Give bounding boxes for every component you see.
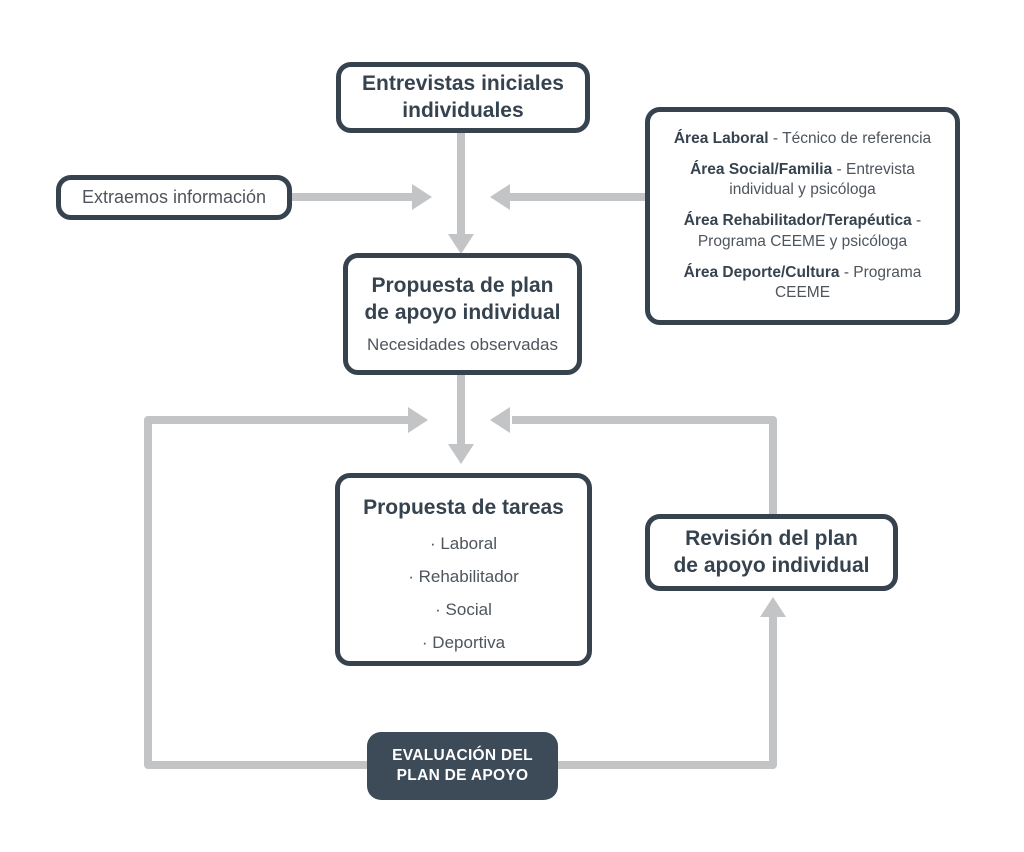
area-detail: - Programa CEEME y psicóloga (697, 212, 922, 250)
node-revision-plan-apoyo: Revisión del plan de apoyo individual (645, 514, 898, 591)
area-detail: - Entrevista individual y psicóloga (729, 161, 915, 199)
node-title: EVALUACIÓN DEL PLAN DE APOYO (392, 746, 533, 784)
arrow-entrevistas-to-plan (448, 133, 474, 254)
arrow-head (490, 407, 510, 433)
arrow-evaluacion-to-revision-loop (558, 597, 786, 769)
area-detail: - Técnico de referencia (768, 130, 932, 147)
node-label: Extraemos información (81, 187, 267, 207)
arrow-head (412, 184, 432, 210)
task-item-social: · Social (435, 600, 492, 620)
arrow-head (490, 184, 510, 210)
node-title: Propuesta de plan de apoyo individual (364, 274, 561, 324)
node-extraemos-informacion: Extraemos información (56, 175, 292, 220)
arrow-head (448, 444, 474, 464)
arrow-line (144, 416, 410, 769)
arrow-evaluacion-to-tareas-loop (144, 407, 428, 769)
area-item-deporte-cultura: Área Deporte/Cultura - Programa CEEME (658, 263, 947, 303)
area-name: Área Laboral (673, 130, 769, 147)
arrow-revision-to-tareas-loop (490, 407, 777, 514)
area-item-social-familia: Área Social/Familia - Entrevista individ… (658, 160, 947, 200)
arrow-line (512, 416, 777, 514)
task-item-deportiva: · Deportiva (421, 633, 506, 653)
node-entrevistas-iniciales: Entrevistas iniciales individuales (336, 62, 590, 133)
arrow-head (760, 597, 786, 617)
node-title: Revisión del plan de apoyo individual (673, 527, 870, 577)
area-name: Área Social/Familia (690, 161, 833, 179)
node-evaluacion-plan-apoyo: EVALUACIÓN DEL PLAN DE APOYO (367, 732, 558, 800)
area-detail: - Programa CEEME (774, 263, 922, 301)
arrow-areas-to-flow (490, 184, 645, 210)
area-name: Área Rehabilitador/Terapéutica (683, 212, 912, 230)
area-name: Área Deporte/Cultura (683, 263, 840, 281)
arrow-plan-to-tareas (448, 375, 474, 464)
node-propuesta-plan-apoyo: Propuesta de plan de apoyo individual Ne… (343, 253, 582, 375)
node-subtitle: Necesidades observadas (367, 334, 558, 354)
arrow-extraemos-to-flow (292, 184, 432, 210)
task-item-rehabilitador: · Rehabilitador (408, 567, 519, 587)
arrow-head (408, 407, 428, 433)
area-item-laboral: Área Laboral - Técnico de referencia (674, 129, 931, 149)
arrow-head (448, 234, 474, 254)
node-title: Entrevistas iniciales individuales (362, 72, 564, 122)
node-title: Propuesta de tareas (363, 496, 564, 519)
node-areas-informacion: Área Laboral - Técnico de referencia Áre… (645, 107, 960, 325)
area-item-rehabilitador-terapeutica: Área Rehabilitador/Terapéutica - Program… (658, 211, 947, 251)
node-propuesta-tareas: Propuesta de tareas · Laboral · Rehabili… (335, 473, 592, 666)
arrow-line (558, 616, 777, 769)
task-item-laboral: · Laboral (429, 534, 498, 554)
